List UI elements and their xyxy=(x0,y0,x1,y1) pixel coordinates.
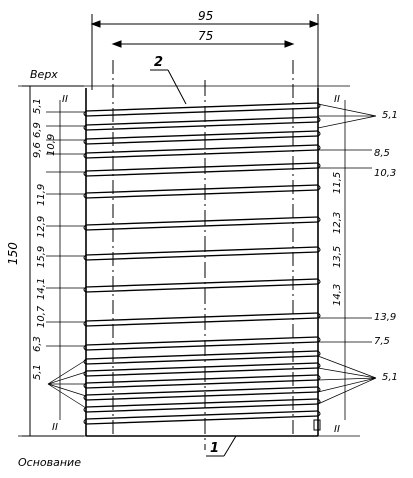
right-spacing-label: 13,5 xyxy=(332,246,343,268)
left-leader xyxy=(47,371,87,385)
coil-turn xyxy=(83,144,321,159)
callout-2 xyxy=(150,69,187,105)
right-leader xyxy=(317,115,377,129)
left-spacing-label: 10,9 xyxy=(46,134,57,156)
outer-width-label: 95 xyxy=(198,9,213,23)
height-label: 150 xyxy=(6,242,20,265)
right-spacing-label: 5,1 xyxy=(382,110,398,121)
coil-turn xyxy=(83,410,321,425)
right-spacing-label: 14,3 xyxy=(332,284,343,306)
left-spacing-label: 15,9 xyxy=(36,246,47,268)
left-spacing-label: 6,3 xyxy=(32,336,43,352)
cylinder-body xyxy=(18,14,360,450)
width-dimensions xyxy=(90,20,320,48)
callout-1-label: 1 xyxy=(210,441,219,456)
right-leader xyxy=(317,367,377,379)
right-spacing-label: 13,9 xyxy=(374,312,396,323)
right-spacing-label: 7,5 xyxy=(374,336,390,347)
right-leader xyxy=(317,377,377,393)
coil-turn xyxy=(83,102,321,117)
coil-turn xyxy=(83,386,321,401)
bottom-label: Основание xyxy=(18,456,81,469)
left-leader xyxy=(47,383,87,409)
left-spacing-label: 5,1 xyxy=(32,98,43,114)
section-mark-bottom-left: II xyxy=(52,422,58,433)
right-leader xyxy=(317,377,377,381)
left-spacing-label: 6,9 xyxy=(32,122,43,138)
left-leader xyxy=(47,383,87,397)
coil-turn xyxy=(83,246,321,261)
coil-turn xyxy=(83,362,321,377)
left-leader xyxy=(47,359,87,385)
right-spacing-label: 12,3 xyxy=(332,212,343,234)
right-spacing-dimensions: 5,1 8,5 10,3 11,5 12,3 13,5 14,3 13,9 7,5 5,1 xyxy=(317,103,398,405)
right-spacing-label: 5,1 xyxy=(382,372,398,383)
right-spacing-label: 10,3 xyxy=(374,168,396,179)
callout-1 xyxy=(206,435,237,457)
left-spacing-label: 14,1 xyxy=(36,278,47,300)
right-leader xyxy=(317,103,377,117)
coil-turn xyxy=(83,130,321,145)
inner-width-label: 75 xyxy=(198,29,213,43)
left-spacing-label: 10,7 xyxy=(36,305,47,328)
coil-turn xyxy=(83,162,321,177)
coil-turn xyxy=(83,116,321,131)
coil-turn xyxy=(83,312,321,327)
section-mark-top-left: II xyxy=(62,94,68,105)
coil-turn xyxy=(83,374,321,389)
helix-coils xyxy=(83,102,321,425)
coil-turn xyxy=(83,398,321,413)
coil-turn xyxy=(83,216,321,231)
coil-turn xyxy=(83,278,321,293)
left-spacing-label: 9,6 xyxy=(32,142,43,158)
right-spacing-label: 8,5 xyxy=(374,148,390,159)
left-spacing-label: 11,9 xyxy=(36,184,47,206)
coil-turn xyxy=(83,336,321,351)
left-spacing-label: 5,1 xyxy=(32,364,43,380)
section-mark-bottom-right: II xyxy=(334,424,340,435)
coil-turn xyxy=(83,350,321,365)
left-spacing-label: 12,9 xyxy=(36,216,47,238)
callout-2-label: 2 xyxy=(154,55,163,70)
section-mark-top-right: II xyxy=(334,94,340,105)
coil-turn xyxy=(83,184,321,199)
right-leader xyxy=(317,377,377,405)
right-spacing-label: 11,5 xyxy=(332,172,343,194)
top-label: Верх xyxy=(30,68,58,81)
right-leader xyxy=(317,355,377,379)
